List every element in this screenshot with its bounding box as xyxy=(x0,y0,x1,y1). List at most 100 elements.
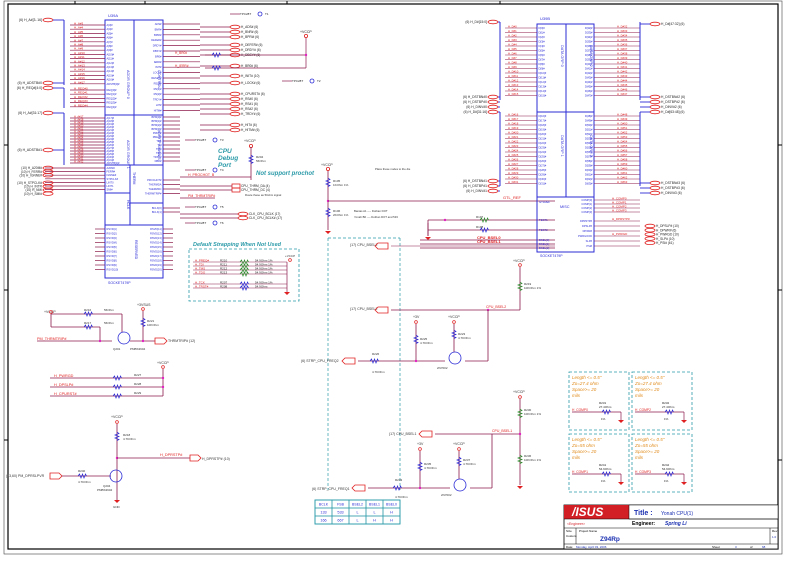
comp-net: H_COMP1 xyxy=(572,470,588,474)
pin-label: D[54]# xyxy=(585,141,593,145)
net-label: H_IERR# xyxy=(175,64,189,68)
net-label: H_D#58 xyxy=(617,158,628,162)
net-label: H_PWRGD xyxy=(612,232,628,236)
svg-text:+VCCP: +VCCP xyxy=(285,254,295,258)
svg-text:10KOhm: 10KOhm xyxy=(147,323,159,327)
misc-port-label: (10) H_FERR# xyxy=(21,170,42,174)
net-label: H_REQ#1 xyxy=(74,91,88,95)
pin-label: BCLK[1] xyxy=(152,210,162,214)
pin-label: RESET# xyxy=(151,76,162,80)
resistor-ref: R242 xyxy=(662,463,670,467)
net-label: H_D#6 xyxy=(508,52,517,56)
net-label: H_REQ#3 xyxy=(74,99,88,103)
transistor-q203 xyxy=(453,478,467,492)
pin-label: D[16]# xyxy=(539,114,547,118)
gtlref-divider: +VCCP R105 1KOhm 1% R106 2KOhm 1% GTL_RE… xyxy=(321,163,555,234)
table-cell xyxy=(382,515,401,525)
pin-label: RS[1]# xyxy=(154,87,162,91)
bus-port-label: H_DSTBP#2 (6) xyxy=(661,100,685,104)
net-label: H_A#14 xyxy=(74,68,85,72)
resistor-tol: 1% xyxy=(664,479,669,483)
svg-text:DATA GRP 2: DATA GRP 2 xyxy=(589,45,593,67)
resistor-symbol xyxy=(601,471,611,477)
svg-text:Sheet: Sheet xyxy=(712,545,720,549)
net-label: H_A#15 xyxy=(74,72,85,76)
svg-text:PMBS3904: PMBS3904 xyxy=(130,347,146,351)
strap-value: 54.9Ohm 1% xyxy=(255,259,273,263)
net-label: H_A#6 xyxy=(74,34,84,38)
net-label: H_D#15 xyxy=(508,92,519,96)
pin-label: A[8]# xyxy=(107,44,114,48)
pin-label: BNR# xyxy=(155,27,162,31)
pin-label: RSVD[6] xyxy=(107,250,117,254)
net-label: H_A#32 xyxy=(74,160,84,164)
svg-text:+VCCP: +VCCP xyxy=(453,442,465,446)
net-label: H_D#17 xyxy=(508,117,519,121)
net-label: H_A#17 xyxy=(74,80,85,84)
svg-text:4.7KOhm: 4.7KOhm xyxy=(463,462,476,466)
ground-icon xyxy=(618,482,624,485)
pin-label: DPSLP# xyxy=(582,224,593,228)
svg-text:R221: R221 xyxy=(147,319,155,323)
output-port-label: H_HIT# (6) xyxy=(241,123,257,127)
pin-label: SMI# xyxy=(107,188,114,192)
comp-note-box xyxy=(568,371,630,431)
svg-text:Monday, April 03, 2006: Monday, April 03, 2006 xyxy=(576,545,607,549)
misc-port xyxy=(42,180,54,185)
net-label: H_REQ#2 xyxy=(74,95,88,99)
resistor-ref: R232 xyxy=(662,401,670,405)
net-label: PM_THRMTRIP# xyxy=(188,194,215,198)
pin-label: D[58]# xyxy=(585,159,593,163)
pin-label: A[29]# xyxy=(107,152,115,156)
net-label: H_A#21 xyxy=(74,127,84,131)
net-label: H_D#61 xyxy=(617,171,628,175)
pin-label: D[18]# xyxy=(539,123,547,127)
pin-label: A[20]# xyxy=(107,125,115,129)
net-label: H_A#25 xyxy=(74,139,84,143)
strap-ref: R212 xyxy=(220,267,228,271)
svg-text:10KOhm 1%: 10KOhm 1% xyxy=(524,458,541,462)
pin-label: D[7]# xyxy=(539,58,546,62)
resistor-ref: R241 xyxy=(599,463,607,467)
pin-label: D[13]# xyxy=(539,85,547,89)
svg-text:4.7KOhm: 4.7KOhm xyxy=(78,480,91,484)
comp-note-text: Space>= 20 xyxy=(572,449,597,454)
resistor-symbol xyxy=(239,259,249,265)
addr-group0-title: ADDR GROUP 0 xyxy=(126,70,130,99)
pin-label: RSVD[10] xyxy=(107,268,119,272)
misc-port-label: (10) H_SMI# xyxy=(24,192,42,196)
net-label: H_BR0# xyxy=(175,51,187,55)
svg-text:4.7KOhm: 4.7KOhm xyxy=(458,336,471,340)
pin-label: D[3]# xyxy=(539,40,546,44)
svg-text:+VCCP: +VCCP xyxy=(157,361,169,365)
pin-label: D[23]# xyxy=(539,146,547,150)
net-label: H_A#9 xyxy=(74,47,84,51)
net-label: H_A#3 xyxy=(74,22,84,26)
bus-port-label: (6) H_DSTBN#0 xyxy=(463,95,487,99)
misc-port-label: (10) H_A20M# xyxy=(21,166,42,170)
net-label: H_D#1 xyxy=(508,29,517,33)
strap-net: H_TDI xyxy=(195,263,204,267)
bsel-lines: CPU_BSEL0 CPU_BSEL1 xyxy=(420,235,555,249)
bus-port xyxy=(487,94,499,100)
pin-label: TMS xyxy=(156,151,162,155)
output-port xyxy=(229,24,241,30)
pin-label: D[33]# xyxy=(585,31,593,35)
table-cell-text: L xyxy=(356,511,358,515)
comp-note-box xyxy=(631,433,693,493)
pin-label: D[37]# xyxy=(585,49,593,53)
pin-label: PWRGOOD xyxy=(578,234,592,238)
pin-label: RSVD[1] xyxy=(107,227,117,231)
power-symbol xyxy=(303,34,308,39)
comp-note-text: Length <= 0.5" xyxy=(572,375,602,380)
net-label: H_A#29 xyxy=(74,151,84,155)
comp-net: H_COMP0 xyxy=(612,197,627,201)
clock-port-label: CLK_CPU_BCLK (17) xyxy=(249,212,280,216)
net-label: H_REQ#4 xyxy=(74,103,88,107)
pin-label: RSVD[4] xyxy=(107,241,117,245)
resistor-value: 54.9Ohm xyxy=(662,467,675,471)
strap-value: 54.9Ohm 1% xyxy=(255,267,273,271)
bus-port-label: (6) H_DSTBP#1 xyxy=(463,184,487,188)
output-port xyxy=(229,122,241,128)
